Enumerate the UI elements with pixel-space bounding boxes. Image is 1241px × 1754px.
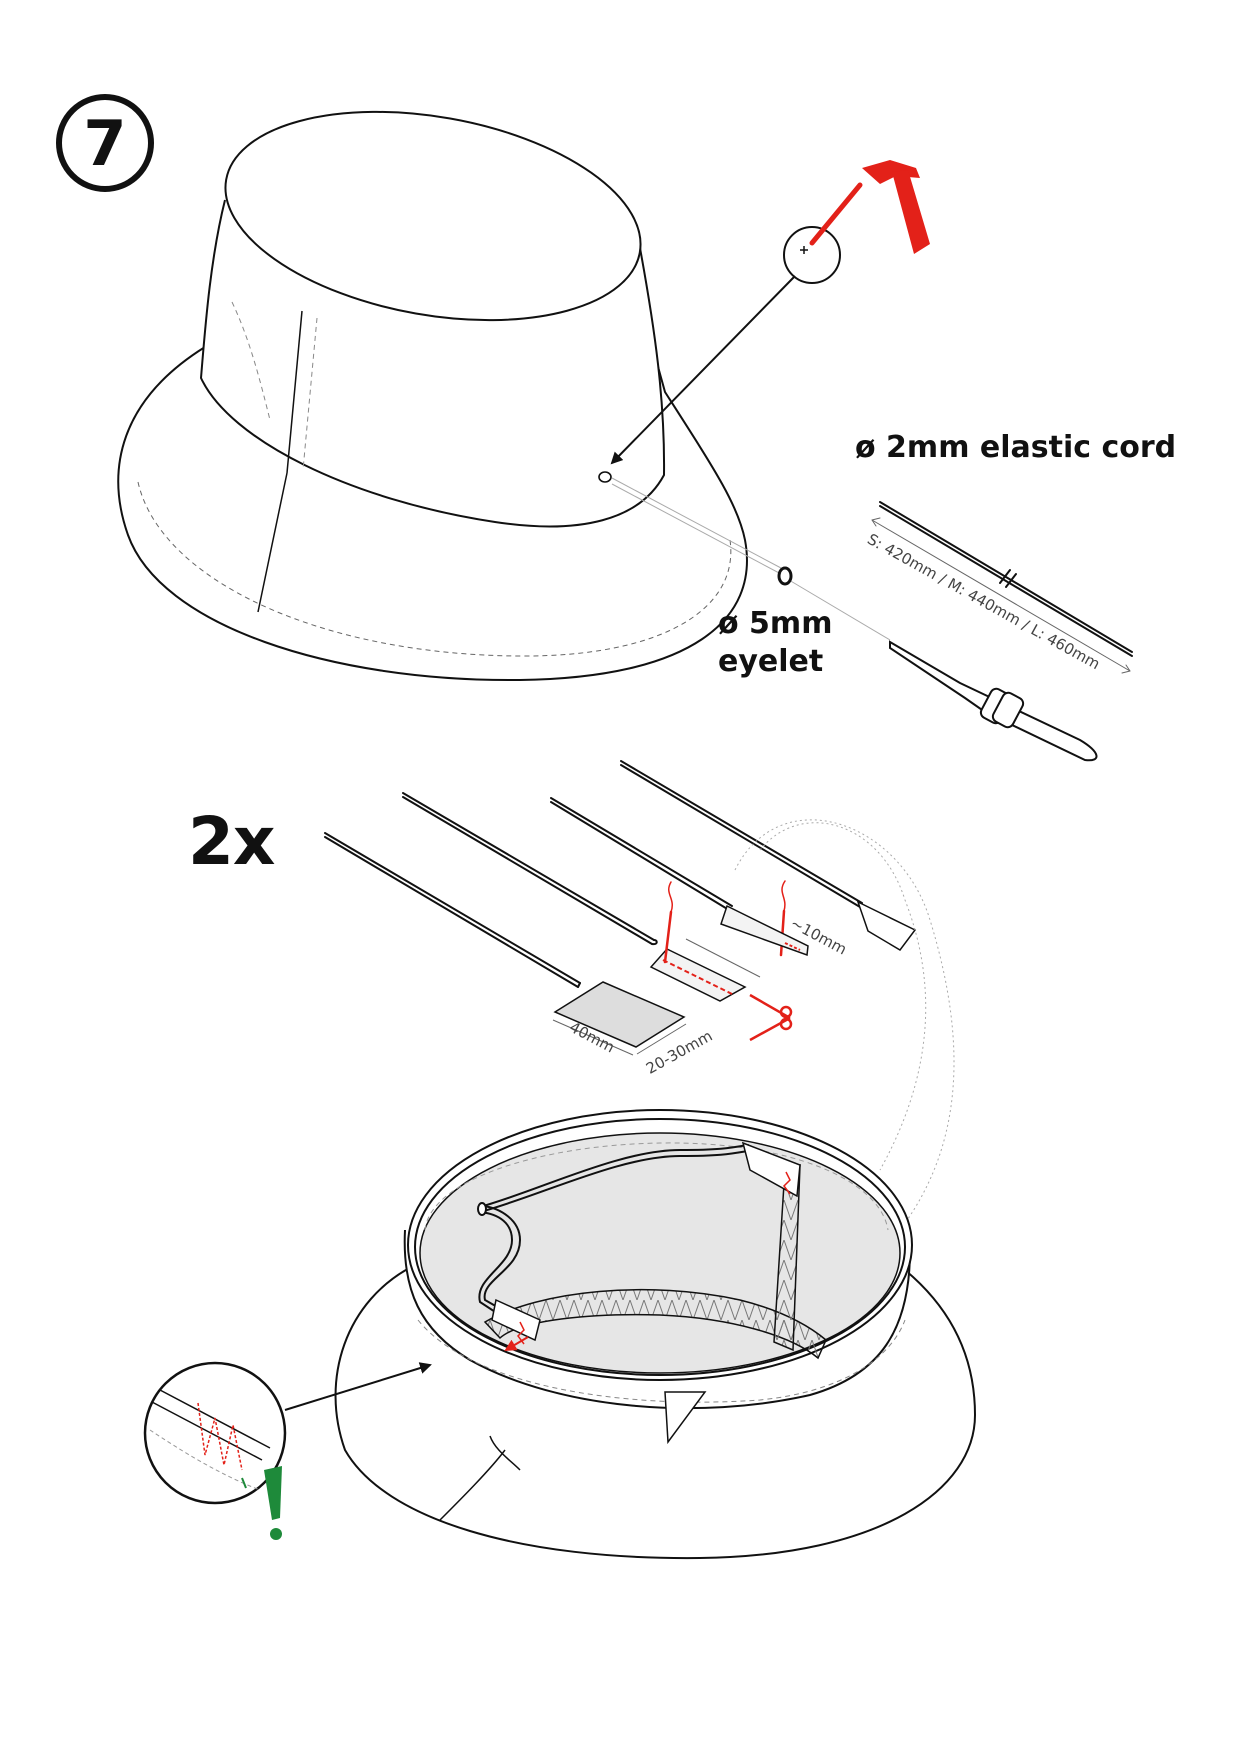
cord-path-guide (611, 477, 891, 641)
stitch-line (662, 959, 733, 995)
needle-icon (663, 880, 786, 964)
eyelet-size: ø 5mm (718, 606, 833, 641)
cord-3 (550, 797, 733, 911)
zoom-circle-stitch (143, 1361, 287, 1505)
zoom-detail-eyelet (610, 182, 863, 465)
interior-drawcord (477, 1144, 749, 1326)
motion-guide-arcs (734, 819, 955, 1231)
elastic-cord-illustration (871, 501, 1133, 762)
red-pointer-arrow (504, 1336, 529, 1352)
pointer-arrow (610, 275, 796, 465)
scissors-icon (749, 993, 793, 1042)
crown-seam (286, 310, 303, 474)
interior-tab-left (491, 1298, 541, 1342)
cord-2 (402, 792, 655, 945)
zoom-detail-stitch (143, 1361, 287, 1505)
brim-seam (257, 472, 288, 613)
cord-4 (620, 760, 863, 908)
eyelet-label: ø 5mm eyelet (718, 605, 832, 681)
elastic-cord (879, 501, 1133, 657)
step-number: 7 (56, 94, 154, 192)
zoom-circle (783, 226, 841, 284)
cord-label: ø 2mm elastic cord (855, 430, 1177, 465)
lining-interior (419, 1132, 901, 1374)
eyelet-word: eyelet (718, 644, 824, 679)
bucket-hat-exterior (117, 110, 748, 682)
hat-crown-top (224, 110, 642, 322)
cord-1 (324, 832, 581, 988)
tab-fabric-piece (553, 981, 686, 1048)
warning-icon (264, 1466, 282, 1540)
awl-icon (809, 182, 863, 246)
tab-cords (324, 760, 863, 988)
zoom-pointer-arrow (284, 1362, 432, 1411)
tab-on-cord-finished (856, 900, 917, 951)
hammer-icon (862, 160, 930, 254)
interior-seam-band (483, 1288, 827, 1360)
hat-eyelet-hole (598, 471, 612, 483)
eyelet-ring (777, 566, 793, 586)
bucket-hat-interior (334, 1109, 976, 1560)
seam-fold (664, 1391, 707, 1445)
quantity-label: 2x (188, 803, 275, 880)
crosshair-icon (800, 246, 808, 254)
interior-tab-right (741, 1141, 801, 1198)
tab-dimensions (552, 938, 761, 1056)
brim-stitching (137, 481, 732, 657)
cord-dimension-line (871, 519, 1131, 672)
zigzag-stitch (197, 1402, 243, 1471)
